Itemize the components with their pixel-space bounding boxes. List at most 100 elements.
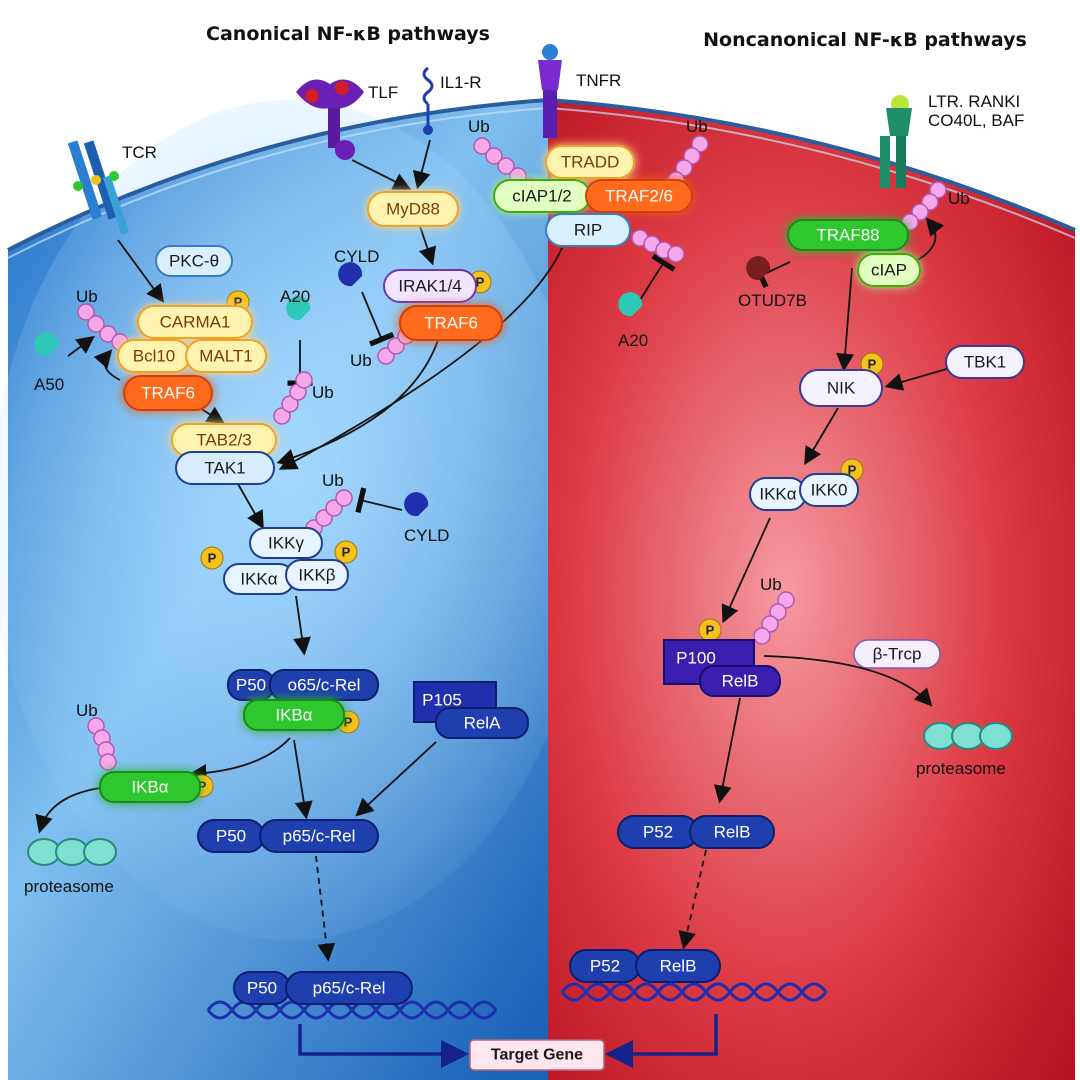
ikkb-node — [285, 559, 349, 591]
ikba-b-label: IKBα — [131, 778, 168, 797]
proteasome-left-label: proteasome — [24, 877, 114, 896]
il1r-receptor-icon — [422, 66, 434, 135]
traf6-mid-label: TRAF6 — [424, 314, 478, 333]
ikba-a-node — [243, 699, 345, 731]
ub-tag: Ub — [322, 471, 344, 490]
phospho-label: P — [868, 357, 877, 372]
pathway-arrows — [35, 139, 951, 1068]
ub-tag: Ub — [76, 287, 98, 306]
ikka-label: IKKα — [240, 570, 277, 589]
ikkg-node — [249, 527, 323, 559]
tlf-label: TLF — [368, 83, 398, 102]
p65crel-c-label: p65/c-Rel — [313, 979, 386, 998]
phospho-label: P — [476, 275, 485, 290]
myd88-node — [367, 191, 459, 227]
proteasome-left-icon — [27, 838, 117, 866]
nik-node — [799, 369, 883, 407]
relb-a-node — [699, 665, 781, 697]
ub-tag: Ub — [948, 189, 970, 208]
phospho-label: P — [344, 715, 353, 730]
relb-c-node — [635, 949, 721, 983]
btrcp-node — [853, 639, 941, 669]
target-gene-label: Target Gene — [491, 1047, 583, 1064]
tnfr-receptor-icon — [538, 44, 562, 138]
ikba-a-label: IKBα — [275, 706, 312, 725]
tnfr-label: TNFR — [576, 71, 621, 90]
ikba-b-node — [99, 771, 201, 803]
phospho-label: P — [208, 551, 217, 566]
malt1-label: MALT1 — [199, 347, 253, 366]
ciap-label: cIAP — [871, 261, 907, 280]
ub-tag: Ub — [468, 117, 490, 136]
ub-tag: Ub — [312, 383, 334, 402]
ikk0-r-label: IKK0 — [811, 481, 848, 500]
traf26-node — [585, 179, 693, 213]
traf6-mid-node — [399, 305, 503, 341]
traf88-node — [787, 219, 909, 251]
il1r-label: IL1-R — [440, 73, 482, 92]
phospho-label: P — [234, 295, 243, 310]
rip-node — [545, 213, 631, 247]
traf6-left-label: TRAF6 — [141, 384, 195, 403]
relb-c-label: RelB — [660, 957, 697, 976]
target-gene-box — [469, 1039, 605, 1071]
tab23-label: TAB2/3 — [196, 431, 251, 450]
ub-tag: Ub — [686, 117, 708, 136]
nik-label: NIK — [827, 379, 856, 398]
traf6-left-node — [123, 375, 213, 411]
relb-a-label: RelB — [722, 672, 759, 691]
phospho-label: P — [198, 779, 207, 794]
cd40l-label: CO40L, BAF — [928, 111, 1024, 130]
cyld-top-label: CYLD — [334, 247, 379, 266]
rip-label: RIP — [574, 221, 602, 240]
ikka-r-label: IKKα — [759, 485, 796, 504]
otud7b-label: OTUD7B — [738, 291, 807, 310]
ub-tag: Ub — [760, 575, 782, 594]
relb-b-label: RelB — [714, 823, 751, 842]
p50-b-label: P50 — [216, 827, 246, 846]
p50-c-label: P50 — [247, 979, 277, 998]
tak1-node — [175, 451, 275, 485]
p52-a-label: P52 — [643, 823, 673, 842]
bcl10-label: Bcl10 — [133, 347, 176, 366]
tbk1-label: TBK1 — [964, 353, 1007, 372]
p65crel-c-node — [285, 971, 413, 1005]
dna-helix-left-icon — [206, 1000, 498, 1020]
p52-b-label: P52 — [590, 957, 620, 976]
a20-right-label: A20 — [618, 331, 648, 350]
relb-b-node — [689, 815, 775, 849]
dna-helix-right-icon — [560, 982, 828, 1002]
tradd-node — [545, 145, 635, 179]
p65crel-a-label: o65/c-Rel — [288, 676, 361, 695]
ikk0-r-node — [799, 473, 859, 507]
noncanonical-title: Noncanonical NF-κB pathways — [703, 29, 1027, 51]
p100-label: P100 — [676, 649, 716, 668]
cell-background — [0, 97, 1076, 1080]
phospho-label: P — [342, 545, 351, 560]
a50-label: A50 — [34, 375, 64, 394]
p50-a-label: P50 — [236, 676, 266, 695]
enzyme-icons — [34, 256, 771, 517]
tak1-label: TAK1 — [204, 459, 245, 478]
traf26-label: TRAF2/6 — [605, 187, 673, 206]
carma1-node — [137, 305, 253, 339]
proteasome-right-icon — [923, 722, 1013, 750]
rela-label: RelA — [464, 714, 502, 733]
ub-tag: Ub — [350, 351, 372, 370]
ltr-receptor-icon — [880, 95, 912, 188]
a20-left-label: A20 — [280, 287, 310, 306]
pkc-theta-node — [155, 245, 233, 277]
carma1-label: CARMA1 — [160, 313, 231, 332]
tcr-receptor-icon — [67, 140, 130, 235]
p65crel-b-label: p65/c-Rel — [283, 827, 356, 846]
proteasome-right-label: proteasome — [916, 759, 1006, 778]
ltr-label: LTR. RANKI — [928, 92, 1020, 111]
pkc-theta-label: PKC-θ — [169, 252, 219, 271]
ikkg-label: IKKγ — [268, 534, 304, 553]
ciap-node — [857, 253, 921, 287]
rela-node — [435, 707, 529, 739]
p105-label: P105 — [422, 691, 462, 710]
tcr-label: TCR — [122, 143, 157, 162]
